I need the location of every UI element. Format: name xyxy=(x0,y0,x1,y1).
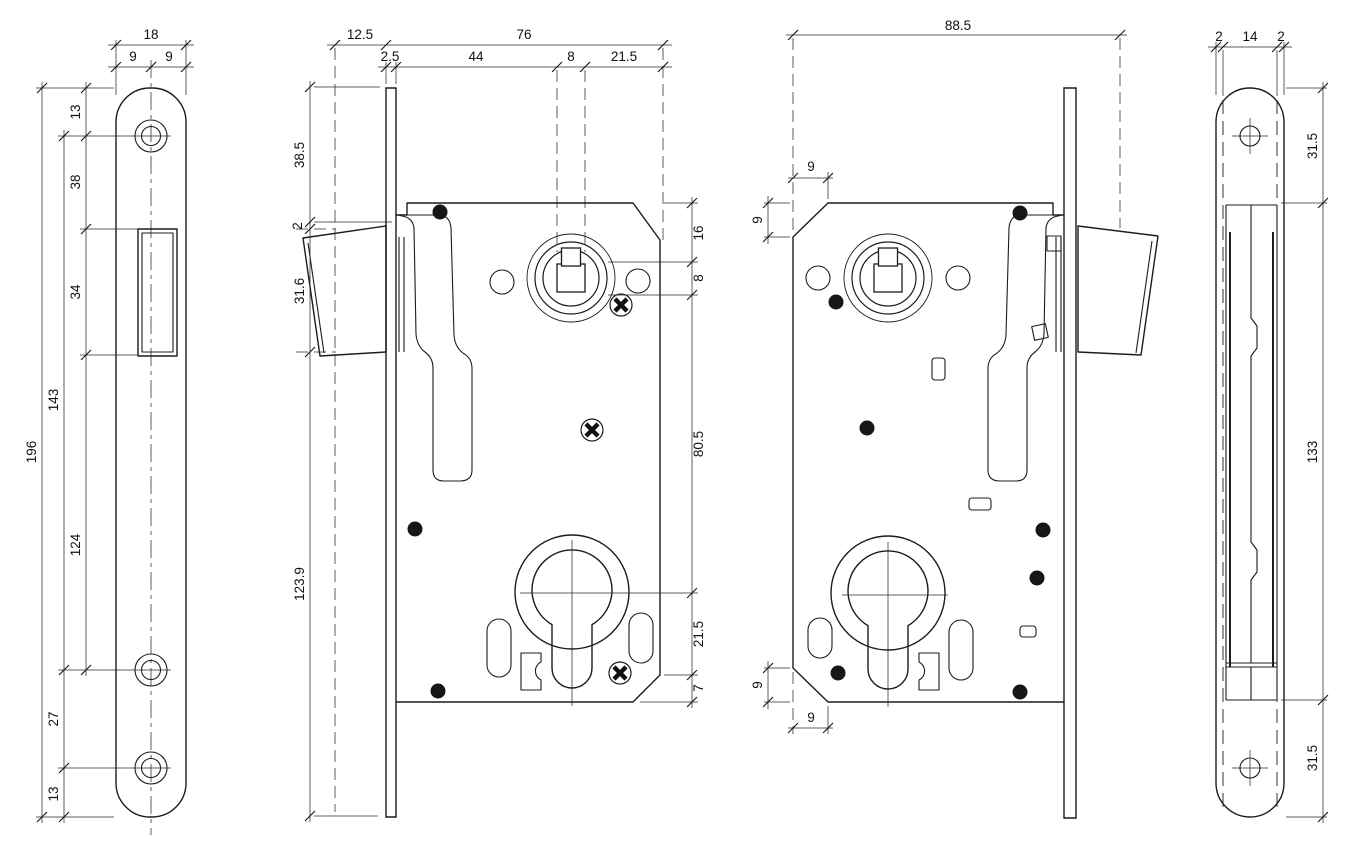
dim-hole-span-143: 143 xyxy=(46,389,61,412)
dim-backset: 44 xyxy=(468,49,484,64)
dim-plate-width-left-half: 9 xyxy=(129,49,137,64)
rivet-icon xyxy=(1012,205,1028,221)
lock-body-left-dimensions: 12.5 76 2.5 44 8 21.5 38.5 2 31.6 123.9 … xyxy=(290,27,706,822)
dim-overall-width: 88.5 xyxy=(945,18,971,33)
lock-body-right-outline xyxy=(792,87,1159,819)
dim-plate-top-overhang: 38.5 xyxy=(292,142,307,168)
dim-corner-height: 7 xyxy=(691,684,706,692)
dim-rear-edge-right: 2 xyxy=(1277,29,1285,44)
dim-plate-width-right-half: 9 xyxy=(165,49,173,64)
rivet-icon xyxy=(1029,570,1045,586)
phillips-screw-icon xyxy=(579,417,605,443)
rivet-icon xyxy=(830,665,846,681)
dim-follower-width: 8 xyxy=(567,49,575,64)
rivet-icon xyxy=(859,420,875,436)
dim-rear-top-section: 31.5 xyxy=(1305,133,1320,159)
dim-top-margin-13: 13 xyxy=(68,104,83,119)
dim-hole-spacing-27: 27 xyxy=(46,711,61,726)
dim-plate-thickness: 2.5 xyxy=(381,49,400,64)
rivet-icon xyxy=(432,204,448,220)
dim-latch-gap: 2 xyxy=(290,222,305,230)
dim-top-to-hub: 16 xyxy=(691,225,706,240)
faceplate-rear-view: 2 14 2 31.5 133 31.5 xyxy=(1208,29,1329,823)
lock-side-view-latch-left: 12.5 76 2.5 44 8 21.5 38.5 2 31.6 123.9 … xyxy=(290,27,706,822)
dim-chamfer-bottom-h: 9 xyxy=(807,710,815,725)
dim-backset-offset: 12.5 xyxy=(347,27,373,42)
dim-body-width: 76 xyxy=(516,27,531,42)
dim-follower-to-edge: 21.5 xyxy=(611,49,637,64)
faceplate-front-dimensions: 18 9 9 196 143 27 13 13 38 34 124 xyxy=(24,27,194,823)
dim-chamfer-bottom-v: 9 xyxy=(750,681,765,689)
dim-plate-height: 196 xyxy=(24,441,39,464)
dim-latch-to-hole-124: 124 xyxy=(68,533,83,556)
dim-chamfer-top-h: 9 xyxy=(807,159,815,174)
rivet-icon xyxy=(1012,684,1028,700)
phillips-screw-icon xyxy=(607,660,633,686)
dim-hub-to-cylinder: 80.5 xyxy=(691,431,706,457)
dim-case-height: 133 xyxy=(1305,441,1320,464)
dim-plate-lower-extent: 123.9 xyxy=(292,567,307,601)
lock-body-right-dimensions: 88.5 9 9 9 9 xyxy=(750,18,1127,734)
dim-chamfer-top-v: 9 xyxy=(750,216,765,224)
spindle-hub xyxy=(526,233,616,323)
dim-hub-band: 8 xyxy=(691,274,706,282)
faceplate-front-outline xyxy=(115,60,187,835)
rivet-icon xyxy=(828,294,844,310)
rivet-icon xyxy=(407,521,423,537)
dim-hole-to-latch-38: 38 xyxy=(68,174,83,189)
spindle-hub xyxy=(843,233,933,323)
dim-rear-bottom-section: 31.5 xyxy=(1305,745,1320,771)
dim-rear-core: 14 xyxy=(1242,29,1258,44)
dim-latchbolt-height: 31.6 xyxy=(292,278,307,304)
lock-side-view-latch-right: 88.5 9 9 9 9 xyxy=(750,18,1159,819)
rivet-icon xyxy=(1035,522,1051,538)
rivet-icon xyxy=(430,683,446,699)
dim-plate-width: 18 xyxy=(143,27,158,42)
faceplate-front-view: 18 9 9 196 143 27 13 13 38 34 124 xyxy=(24,27,194,835)
faceplate-rear-outline xyxy=(1215,87,1285,818)
dim-rear-edge-left: 2 xyxy=(1215,29,1223,44)
faceplate-rear-dimensions: 2 14 2 31.5 133 31.5 xyxy=(1208,29,1329,823)
phillips-screw-icon xyxy=(608,292,634,318)
dim-cylinder-to-corner: 21.5 xyxy=(691,621,706,647)
dim-latch-opening-34: 34 xyxy=(68,284,83,300)
dim-bottom-margin-13: 13 xyxy=(46,786,61,801)
lock-body-left-outline xyxy=(302,87,698,818)
